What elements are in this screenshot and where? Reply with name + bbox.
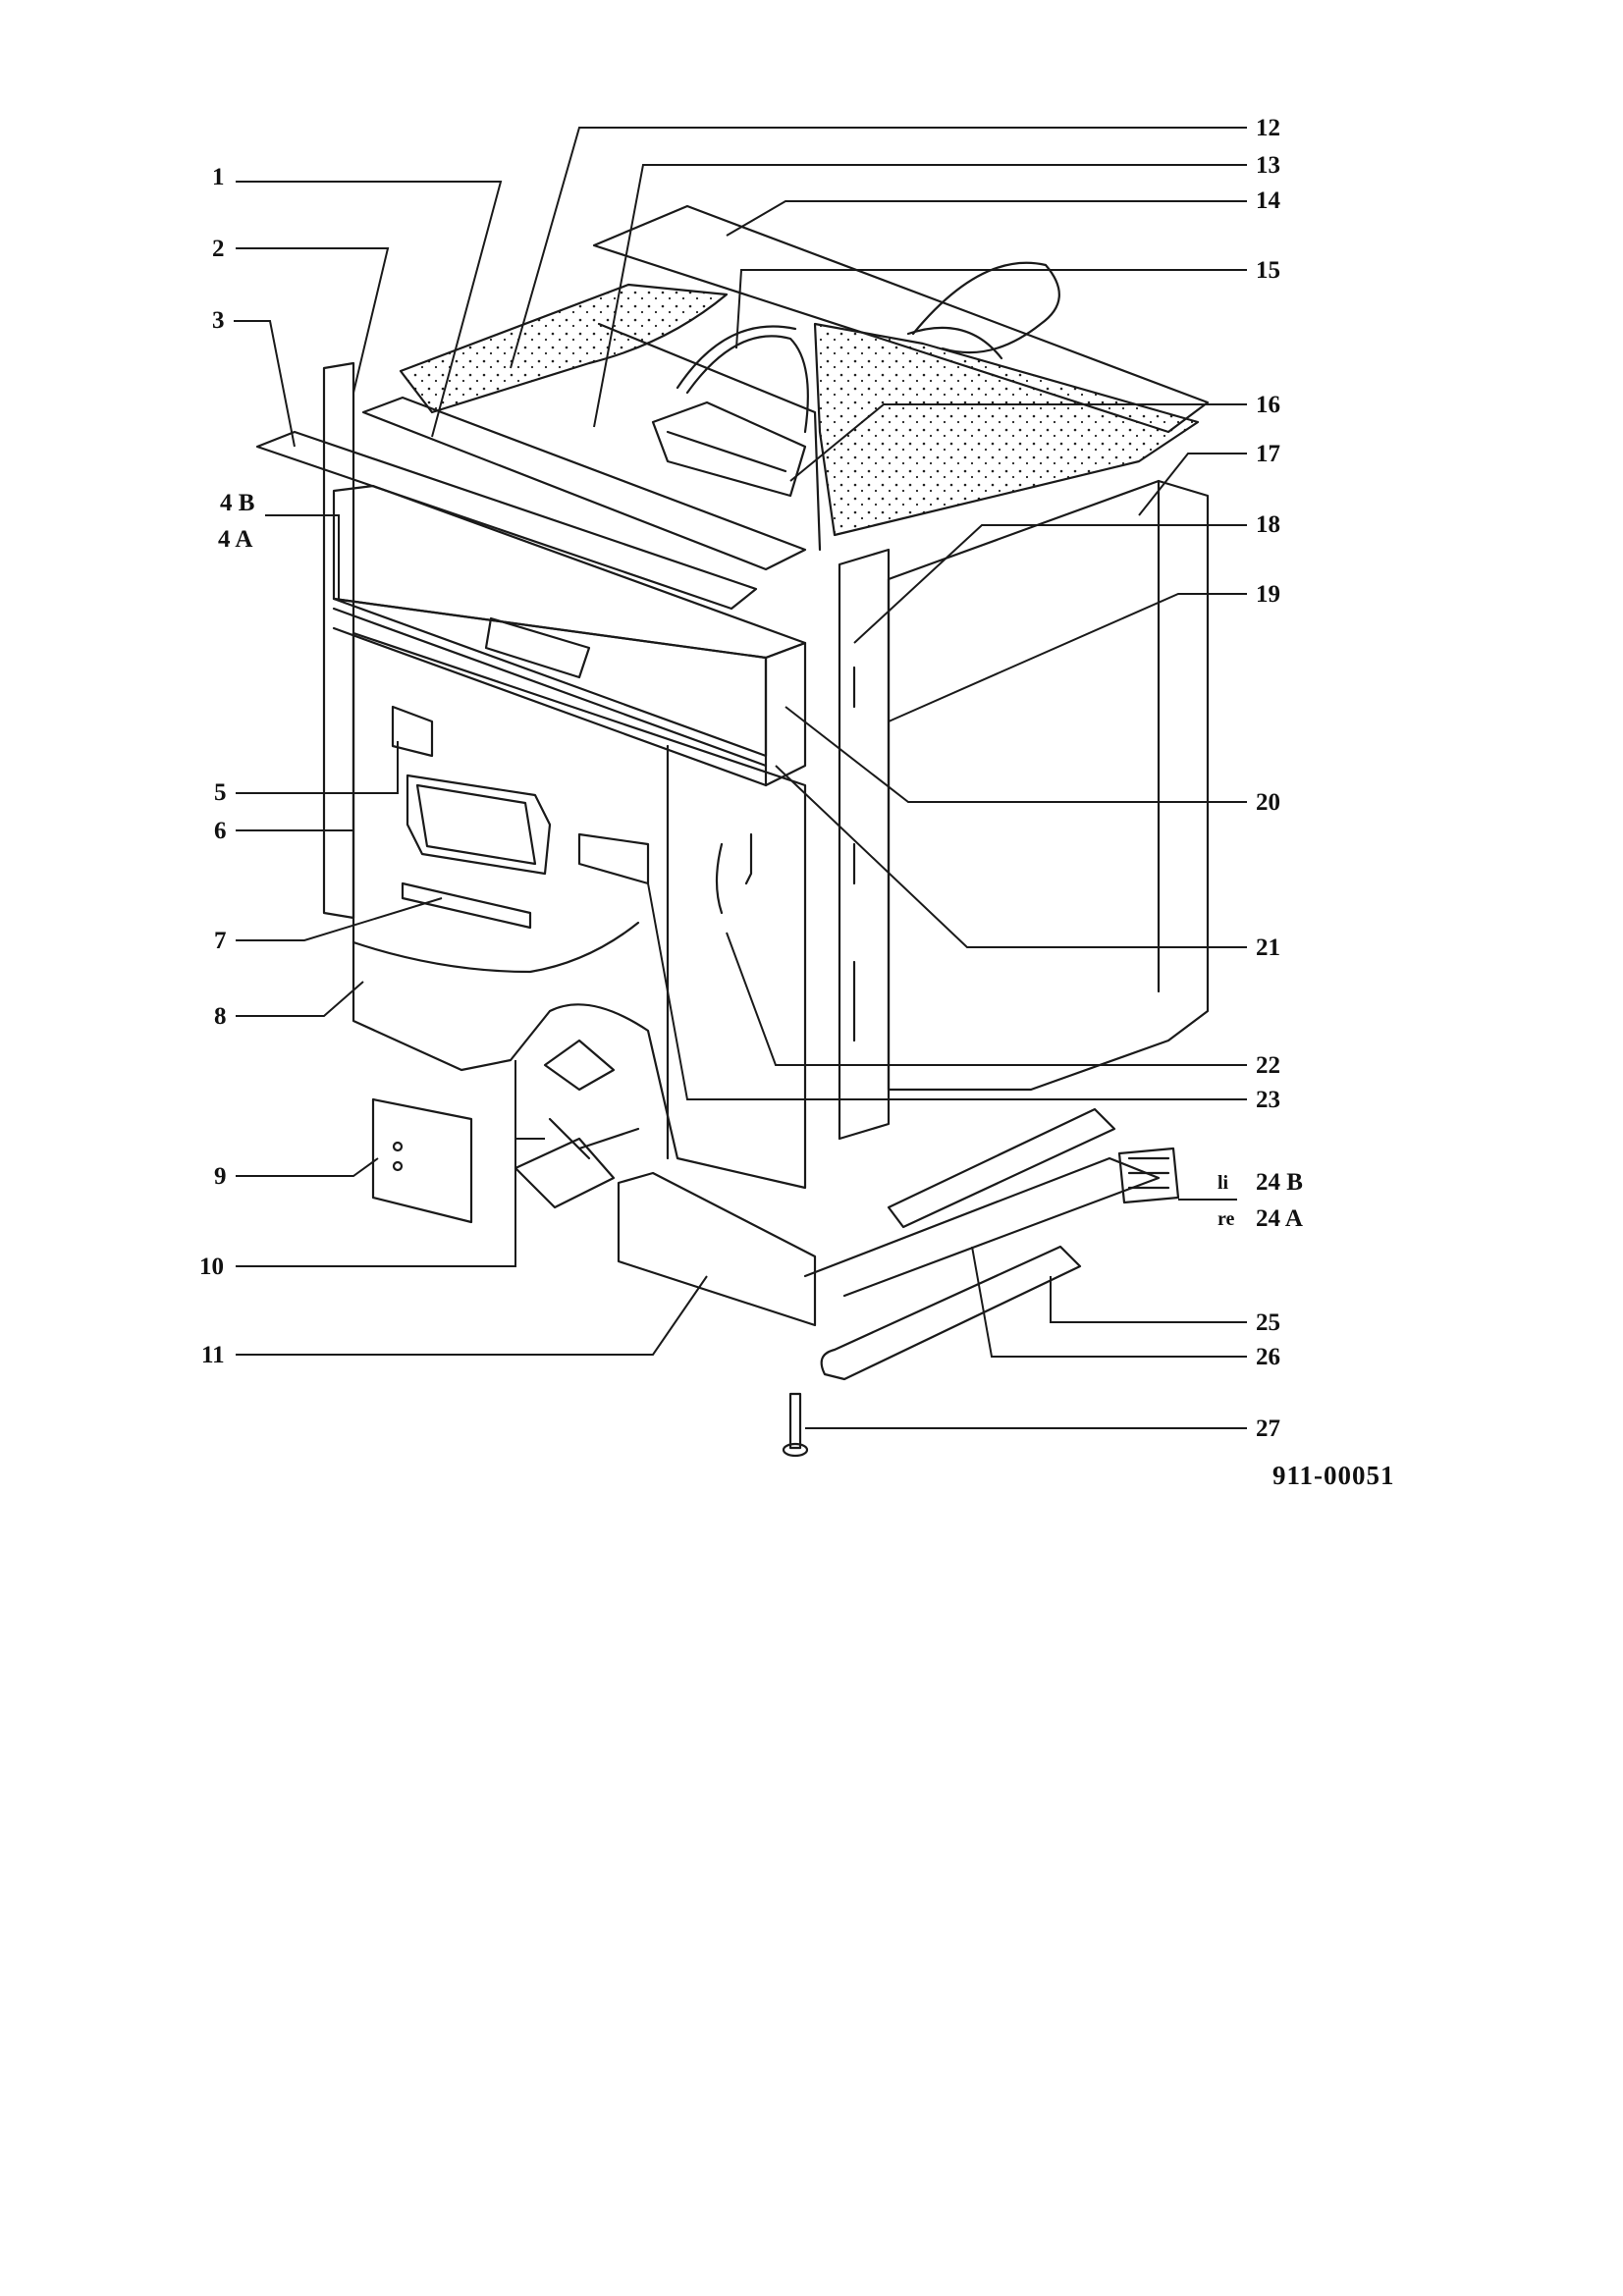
front-upright <box>838 548 891 1141</box>
window-bracket <box>401 881 532 930</box>
kickplate-11 <box>617 1171 817 1327</box>
door-window <box>406 774 552 876</box>
part-label-4b: 4 B <box>220 490 255 516</box>
part-label-24a: 24 A <box>1256 1205 1303 1232</box>
part-label-12: 12 <box>1256 115 1280 141</box>
panel-end-block <box>764 641 807 787</box>
part-label-20: 20 <box>1256 789 1280 816</box>
hinge-part-10 <box>543 1039 616 1092</box>
hinge-bracket <box>391 705 434 758</box>
part-label-15: 15 <box>1256 257 1280 284</box>
part-label-23: 23 <box>1256 1087 1280 1113</box>
door-handle <box>715 842 724 915</box>
top-insulation-left <box>399 283 729 414</box>
part-label-11: 11 <box>201 1342 225 1368</box>
top-strip-3 <box>255 430 758 611</box>
part-label-19: 19 <box>1256 581 1280 608</box>
part-label-1: 1 <box>212 164 225 190</box>
control-module <box>651 400 807 498</box>
door-front <box>352 631 807 1190</box>
bottom-seal <box>820 1245 1082 1381</box>
part-label-25: 25 <box>1256 1309 1280 1336</box>
drawing-code: 911-00051 <box>1272 1461 1395 1490</box>
part-label-17: 17 <box>1256 441 1280 467</box>
leader-lines <box>234 127 1247 1429</box>
top-insulation-right <box>813 322 1200 537</box>
part-label-10: 10 <box>199 1254 224 1280</box>
side-label-re: re <box>1217 1208 1235 1230</box>
part-label-26: 26 <box>1256 1344 1280 1370</box>
part-label-22: 22 <box>1256 1052 1280 1079</box>
part-label-16: 16 <box>1256 392 1280 418</box>
part-label-27: 27 <box>1256 1415 1280 1442</box>
top-cover-sheet <box>592 204 1210 434</box>
part-label-2: 2 <box>212 236 225 262</box>
hinge-plate-10 <box>514 1137 616 1209</box>
part-label-9: 9 <box>214 1163 227 1190</box>
rolled-sheet <box>911 261 1060 354</box>
part-label-3: 3 <box>212 307 225 334</box>
adjustable-foot <box>788 1392 802 1450</box>
part-label-7: 7 <box>214 928 227 954</box>
part-label-21: 21 <box>1256 934 1280 961</box>
tub-top-rim <box>361 396 807 571</box>
part-label-6: 6 <box>214 818 227 844</box>
latch-bracket <box>577 832 650 885</box>
part-label-13: 13 <box>1256 152 1280 179</box>
valve-assembly <box>1117 1147 1180 1204</box>
part-label-24b: 24 B <box>1256 1169 1303 1196</box>
part-label-5: 5 <box>214 779 227 806</box>
part-label-18: 18 <box>1256 511 1280 538</box>
side-label-li: li <box>1217 1172 1229 1194</box>
part-label-14: 14 <box>1256 187 1280 214</box>
part-label-8: 8 <box>214 1003 227 1030</box>
cabinet-right-side <box>887 479 1210 1092</box>
part-label-4a: 4 A <box>218 526 253 553</box>
heating-tube <box>887 1107 1116 1229</box>
kickplate-part-9 <box>371 1097 473 1224</box>
